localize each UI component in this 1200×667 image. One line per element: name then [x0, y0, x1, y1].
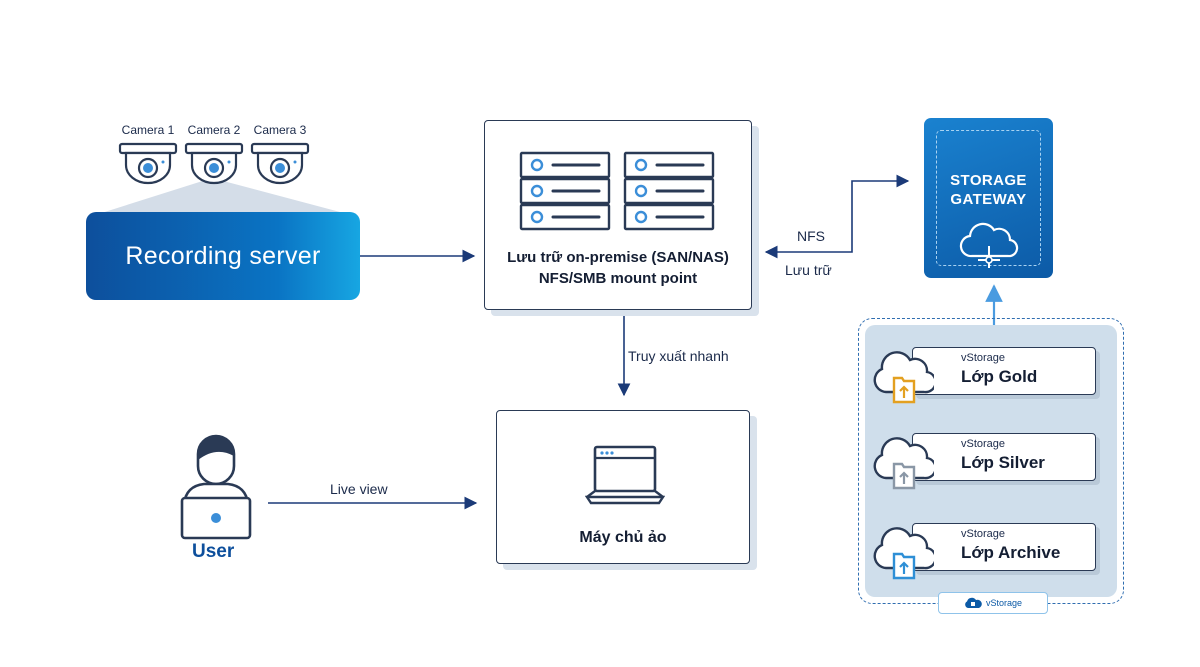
archive-cloud-folder-icon [873, 527, 934, 580]
camera-fan [92, 178, 355, 216]
tier-silver-brand: vStorage [961, 438, 1006, 450]
camera-1-icon [118, 142, 178, 185]
virtual-machine-panel: Máy chủ ảo [496, 410, 750, 564]
nfs-label: NFS [797, 228, 825, 244]
laptop-icon [585, 445, 665, 505]
arrow-nfs-link [764, 174, 910, 259]
on-premise-title-line1: Lưu trữ on-premise (SAN/NAS) [507, 249, 729, 266]
truy-xuat-label: Truy xuất nhanh [628, 348, 729, 364]
vm-title: Máy chủ ảo [579, 529, 667, 546]
camera-3-label: Camera 3 [253, 123, 307, 137]
gateway-title-line1: STORAGE [950, 172, 1027, 189]
vstorage-badge-label: vStorage [985, 598, 1023, 608]
recording-server-label: Recording server [125, 241, 321, 270]
server-rack-icon [519, 151, 715, 231]
recording-server-box: Recording server [86, 212, 360, 300]
storage-gateway-box: STORAGE GATEWAY [924, 118, 1053, 278]
vstorage-badge: vStorage [938, 592, 1048, 614]
gateway-title: STORAGE GATEWAY [924, 171, 1053, 209]
live-view-label: Live view [330, 481, 388, 497]
user-icon [180, 434, 252, 540]
camera-3-icon [250, 142, 310, 185]
camera-2-label: Camera 2 [187, 123, 241, 137]
gold-cloud-folder-icon [873, 351, 934, 404]
tier-silver-name: Lớp Silver [961, 453, 1045, 472]
camera-2-icon [184, 142, 244, 185]
tier-archive-name: Lớp Archive [961, 543, 1061, 562]
tier-silver-card: vStorage Lớp Silver [912, 433, 1096, 481]
user-label: User [192, 541, 235, 562]
tier-gold-name: Lớp Gold [961, 367, 1038, 386]
tier-archive-brand: vStorage [961, 528, 1006, 540]
vstorage-logo-icon [965, 597, 982, 608]
gateway-title-line2: GATEWAY [950, 191, 1027, 208]
on-premise-title-line2: NFS/SMB mount point [538, 270, 698, 287]
luu-tru-label: Lưu trữ [785, 262, 832, 278]
tier-archive-card: vStorage Lớp Archive [912, 523, 1096, 571]
camera-1-label: Camera 1 [121, 123, 175, 137]
cloud-icon [959, 222, 1019, 268]
tier-gold-brand: vStorage [961, 352, 1006, 364]
on-premise-storage-panel: Lưu trữ on-premise (SAN/NAS) NFS/SMB mou… [484, 120, 752, 310]
tier-gold-card: vStorage Lớp Gold [912, 347, 1096, 395]
silver-cloud-folder-icon [873, 437, 934, 490]
